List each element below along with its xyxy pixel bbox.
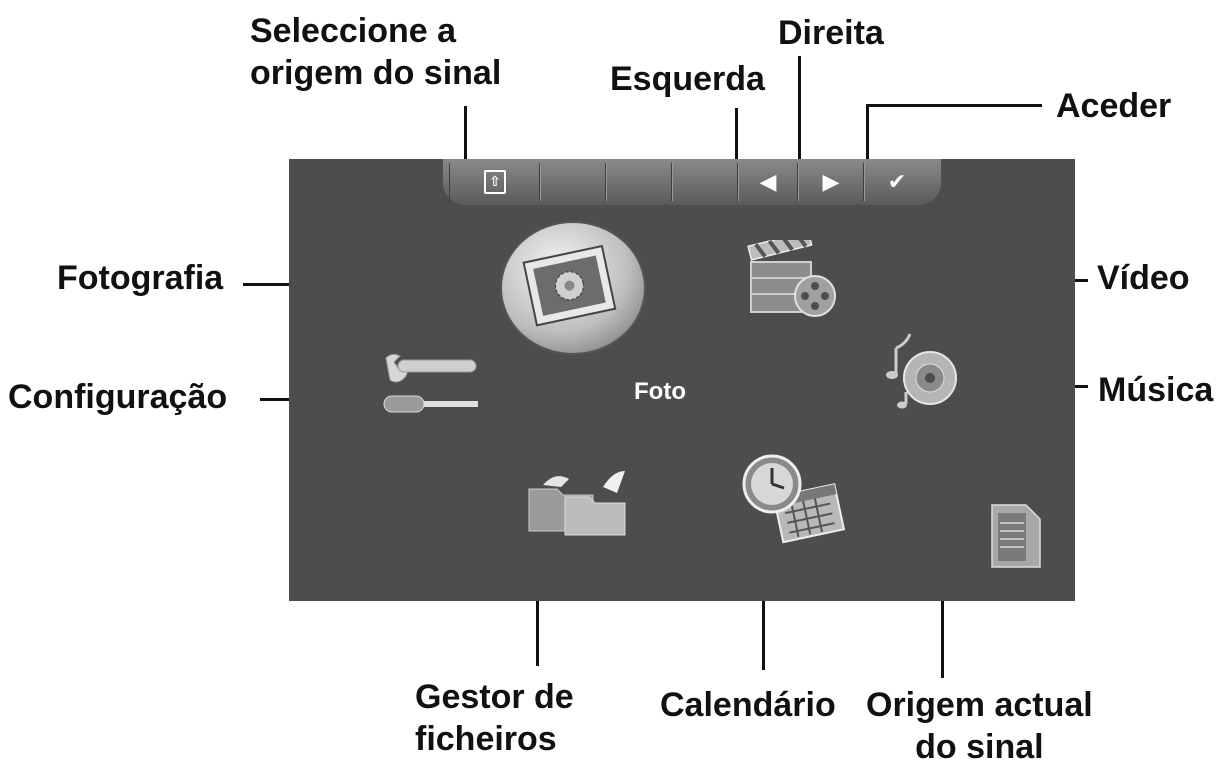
source-select-button[interactable]: ⇧: [449, 163, 541, 201]
callout-current-source-line2: do sinal: [915, 728, 1044, 766]
arrow-left-icon: ◀: [759, 169, 777, 194]
callout-select-source: Seleccione a origem do sinal: [250, 10, 501, 94]
arrow-right-icon: ▶: [822, 169, 840, 194]
callout-file-manager: Gestor de ficheiros: [415, 676, 574, 760]
menu-current-source[interactable]: [990, 503, 1042, 569]
callout-photo: Fotografia: [57, 259, 224, 297]
callout-left: Esquerda: [610, 60, 765, 98]
leader-left: [735, 108, 738, 166]
sd-card-icon: [991, 504, 1041, 568]
photo-icon: [500, 221, 646, 355]
top-toolbar: ⇧ ◀ ▶ ✔: [443, 159, 941, 205]
menu-music[interactable]: [882, 328, 958, 410]
menu-file-manager[interactable]: [525, 467, 629, 537]
music-icon: [886, 333, 957, 409]
callout-current-source: Origem actual do sinal: [866, 684, 1093, 768]
file-manager-icon: [528, 471, 626, 536]
leader-current-source: [941, 600, 944, 678]
selected-item-label: Foto: [634, 378, 686, 405]
callout-current-source-line1: Origem actual: [866, 686, 1093, 724]
callout-video: Vídeo: [1097, 259, 1190, 297]
leader-calendar: [762, 532, 765, 670]
right-button[interactable]: ▶: [797, 163, 865, 201]
toolbar-blank-3: [671, 163, 739, 201]
menu-photo[interactable]: [500, 221, 646, 355]
callout-select-source-line1: Seleccione a: [250, 12, 457, 50]
callout-music: Música: [1098, 371, 1214, 409]
callout-select-source-line2: origem do sinal: [250, 54, 502, 92]
leader-enter-h: [866, 104, 1042, 107]
callout-settings: Configuração: [8, 378, 228, 416]
enter-button[interactable]: ✔: [863, 163, 930, 201]
callout-calendar: Calendário: [660, 686, 836, 724]
leader-select-source: [464, 106, 467, 166]
toolbar-blank-2: [605, 163, 673, 201]
leader-right: [798, 56, 801, 160]
video-icon: [747, 230, 836, 317]
checkmark-icon: ✔: [887, 169, 907, 194]
settings-icon: [383, 353, 478, 413]
source-select-icon: ⇧: [484, 170, 506, 194]
callout-file-manager-line2: ficheiros: [415, 720, 557, 758]
menu-settings[interactable]: [378, 350, 484, 420]
left-button[interactable]: ◀: [737, 163, 799, 201]
callout-file-manager-line1: Gestor de: [415, 678, 574, 716]
leader-file-manager: [536, 540, 539, 666]
calendar-icon: [742, 454, 846, 544]
toolbar-blank-1: [539, 163, 607, 201]
callout-enter: Aceder: [1056, 87, 1172, 125]
leader-enter-v: [866, 104, 869, 176]
callout-right: Direita: [778, 14, 884, 52]
menu-video[interactable]: [745, 230, 837, 318]
menu-calendar[interactable]: [740, 454, 846, 544]
